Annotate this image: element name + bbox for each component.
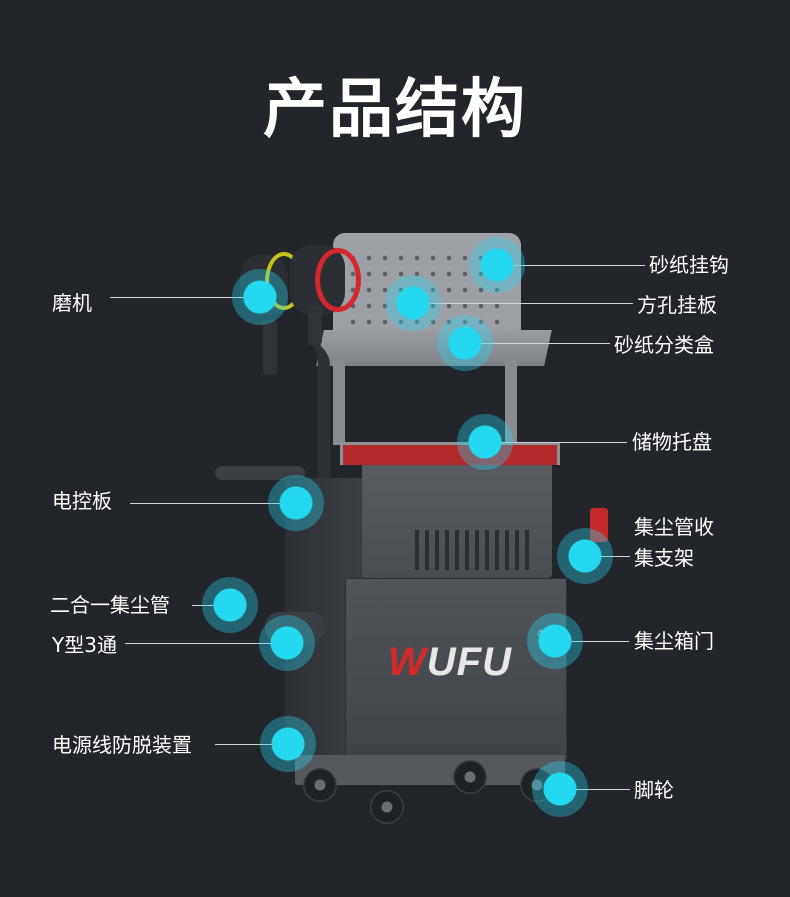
label-y-three-way: Y型3通	[52, 633, 117, 657]
callout-line	[485, 442, 627, 443]
label-hose-rack-line2: 集支架	[634, 546, 694, 570]
callout-line	[130, 503, 296, 504]
label-sander: 磨机	[52, 291, 92, 315]
storage-tray-shape	[340, 442, 560, 465]
callout-dot	[260, 716, 316, 772]
label-hose-rack-line1: 集尘管收	[634, 515, 714, 539]
callout-line	[125, 643, 287, 644]
label-square-hole-board: 方孔挂板	[637, 293, 717, 317]
callout-dot	[202, 577, 258, 633]
label-two-in-one-hose: 二合一集尘管	[50, 593, 170, 617]
callout-dot	[557, 528, 613, 584]
callout-dot	[532, 761, 588, 817]
callout-line	[413, 303, 633, 304]
caster-wheel	[453, 760, 487, 794]
brand-logo: WUFU	[388, 640, 512, 684]
post-right	[505, 360, 517, 445]
label-casters: 脚轮	[634, 778, 674, 802]
label-sandpaper-sort-box: 砂纸分类盒	[614, 333, 714, 357]
callout-dot	[385, 275, 441, 331]
sander-grip-2	[308, 305, 322, 345]
callout-dot	[457, 414, 513, 470]
label-control-panel: 电控板	[52, 489, 112, 513]
callout-dot	[469, 237, 525, 293]
label-sandpaper-hook: 砂纸挂钩	[649, 253, 729, 277]
dust-box-door-shape	[345, 578, 567, 760]
handle-shape	[215, 466, 305, 480]
vent-grille	[415, 530, 535, 570]
label-cable-anti-detach: 电源线防脱装置	[52, 733, 192, 757]
callout-line	[215, 744, 288, 745]
callout-line	[560, 789, 630, 790]
callout-dot	[232, 269, 288, 325]
page-title: 产品结构	[263, 73, 527, 147]
callout-line	[110, 297, 260, 298]
callout-line	[555, 641, 629, 642]
callout-dot	[527, 613, 583, 669]
sander-grip-1	[263, 320, 277, 375]
post-left	[333, 360, 345, 445]
callout-line	[465, 343, 610, 344]
callout-dot	[268, 475, 324, 531]
callout-dot	[437, 315, 493, 371]
callout-line	[497, 265, 645, 266]
label-dust-box-door: 集尘箱门	[634, 629, 714, 653]
callout-dot	[259, 615, 315, 671]
caster-wheel	[303, 768, 337, 802]
caster-wheel	[370, 790, 404, 824]
sander-pad-2	[315, 248, 361, 312]
label-storage-tray: 储物托盘	[632, 430, 712, 454]
